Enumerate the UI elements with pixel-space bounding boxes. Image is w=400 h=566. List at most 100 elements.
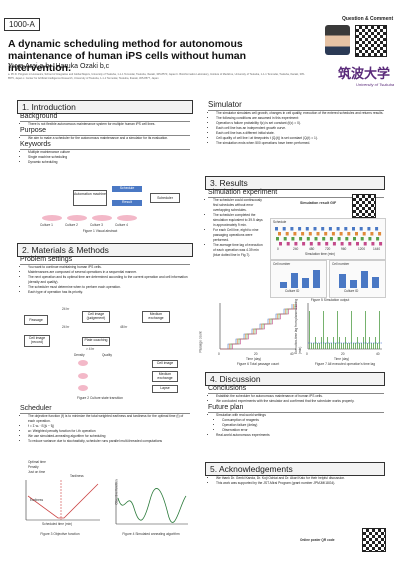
time-lag-bar bbox=[329, 343, 330, 349]
section-methods: 2. Materials & Methods bbox=[17, 243, 193, 257]
fig5-panel-1-title: Cell number bbox=[273, 262, 291, 266]
fig3-plot bbox=[25, 480, 100, 521]
fig1-caption: Figure 1 Visual abstract bbox=[82, 229, 118, 233]
fig5-tick-3: 720 bbox=[325, 247, 331, 251]
fig2-diagram: Passage Cell image (judgement) Medium ex… bbox=[22, 305, 190, 393]
schedule-op-mark bbox=[340, 242, 344, 246]
schedule-op-mark bbox=[302, 242, 306, 246]
fig2-cell-image: Cell image bbox=[152, 360, 178, 368]
fig2-lapse: Lapse bbox=[152, 385, 178, 393]
qc-label: Question & Comment bbox=[342, 16, 394, 22]
fig5-caption: Figure 5 Simulation output bbox=[310, 298, 350, 302]
schedule-op-mark bbox=[370, 232, 374, 236]
fig1-dish-2 bbox=[67, 215, 87, 221]
fig5-tick-5: 1200 bbox=[358, 247, 366, 251]
schedule-op-mark bbox=[313, 227, 317, 231]
time-lag-bar bbox=[327, 337, 328, 349]
fig3-xlabel: Scheduled time (min) bbox=[42, 522, 73, 526]
schedule-op-mark bbox=[360, 237, 364, 241]
fig4-caption: Figure 4 Simulated annealing algorithm bbox=[122, 532, 180, 536]
fig6-xtick-1: 20 bbox=[254, 352, 258, 356]
schedule-op-mark bbox=[293, 232, 297, 236]
time-lag-bar bbox=[351, 311, 352, 349]
simulator-block: Simulator The simulator simulates cell g… bbox=[208, 100, 384, 146]
schedule-op-mark bbox=[309, 242, 313, 246]
fig5-tick-1: 240 bbox=[293, 247, 299, 251]
fig5-tick-6: 1440 bbox=[373, 247, 381, 251]
time-lag-bar bbox=[311, 343, 312, 349]
schedule-op-mark bbox=[359, 227, 363, 231]
fig5-schedule-panel: Schedule 0 240 480 720 960 1200 1440 Sim… bbox=[270, 218, 386, 260]
schedule-op-mark bbox=[328, 227, 332, 231]
cell-count-bar bbox=[280, 282, 287, 288]
purpose-title: Purpose bbox=[20, 127, 190, 136]
schedule-op-mark bbox=[294, 242, 298, 246]
fig5-tick-2: 480 bbox=[309, 247, 315, 251]
fig2-time-3: 48 hr bbox=[120, 325, 128, 329]
author-photo bbox=[325, 25, 350, 55]
fig2-time-1: 24 hr bbox=[62, 307, 70, 311]
schedule-op-mark bbox=[376, 237, 380, 241]
schedule-op-mark bbox=[355, 232, 358, 236]
fig1-scheduler: Scheduler bbox=[150, 193, 180, 203]
fig1-machine: Automation machine bbox=[73, 190, 107, 206]
fig5-panel-2-title: Cell number bbox=[332, 262, 350, 266]
section-results: 3. Results bbox=[205, 176, 385, 190]
schedule-op-mark bbox=[329, 237, 333, 241]
fig4-plot bbox=[115, 482, 188, 525]
sim-exp-title: Simulation experiment bbox=[208, 189, 384, 198]
schedule-op-mark bbox=[336, 227, 340, 231]
fig2-medium-exchange-2: Medium exchange bbox=[152, 371, 178, 382]
schedule-op-mark bbox=[332, 242, 336, 246]
sim-gif-qr[interactable] bbox=[352, 194, 376, 218]
schedule-op-mark bbox=[290, 227, 294, 231]
schedule-op-mark bbox=[371, 242, 375, 246]
online-poster-qr[interactable] bbox=[362, 528, 386, 552]
schedule-op-mark bbox=[299, 237, 303, 241]
background-title: Background bbox=[20, 113, 190, 122]
schedule-op-mark bbox=[275, 227, 278, 231]
time-lag-bar bbox=[341, 343, 342, 349]
schedule-op-mark bbox=[298, 227, 302, 231]
fig1-result: Result bbox=[112, 200, 142, 206]
cell-count-bar bbox=[291, 273, 298, 288]
fig2-cell-image-record: Cell image (record) bbox=[24, 335, 50, 347]
fig2-dish-b bbox=[78, 373, 88, 379]
fig3-tardiness: Tardiness bbox=[70, 474, 84, 478]
schedule-op-mark bbox=[308, 232, 312, 236]
purpose-list: We aim to make a scheduler for the auton… bbox=[20, 136, 190, 141]
time-lag-bar bbox=[323, 311, 324, 349]
fig2-quality: Quality bbox=[102, 353, 112, 357]
ack-list: We thank Dr. Genki Kanda, Dr. Koji Ochia… bbox=[208, 476, 384, 486]
schedule-op-mark bbox=[378, 232, 382, 236]
schedule-op-mark bbox=[352, 227, 355, 231]
time-lag-bar bbox=[375, 337, 376, 349]
time-lag-bar bbox=[319, 343, 320, 349]
question-qr-code[interactable] bbox=[355, 25, 387, 57]
schedule-op-mark bbox=[316, 232, 320, 236]
time-lag-bar bbox=[361, 343, 362, 349]
fig3-legend-penalty: Penalty bbox=[28, 465, 39, 469]
fig2-dish-c bbox=[78, 385, 88, 391]
time-lag-bar bbox=[343, 343, 344, 349]
fig6-xtick-0: 0 bbox=[218, 352, 220, 356]
time-lag-bar bbox=[325, 343, 326, 349]
fig5-xlabel: Simulation time (min) bbox=[305, 252, 335, 256]
fig1-culture-2: Culture 2 bbox=[65, 223, 78, 227]
schedule-op-mark bbox=[353, 237, 356, 241]
schedule-op-mark bbox=[345, 237, 349, 241]
future-title: Future plan bbox=[208, 404, 384, 413]
schedule-op-mark bbox=[344, 227, 348, 231]
fig3-objective-function: Optimal time Penalty Just on time Tardin… bbox=[22, 460, 102, 530]
time-lag-bar bbox=[365, 311, 366, 349]
time-lag-bar bbox=[315, 337, 316, 349]
time-lag-bar bbox=[373, 343, 374, 349]
fig7-xlabel: Time (day) bbox=[334, 357, 350, 361]
fig4-ylabel: Objective function bbox=[114, 479, 119, 505]
keywords-title: Keywords bbox=[20, 141, 190, 150]
fig2-caption: Figure 2 Culture state transition bbox=[77, 396, 123, 400]
schedule-op-mark bbox=[278, 232, 281, 236]
schedule-op-mark bbox=[286, 242, 290, 246]
schedule-op-mark bbox=[347, 232, 351, 236]
